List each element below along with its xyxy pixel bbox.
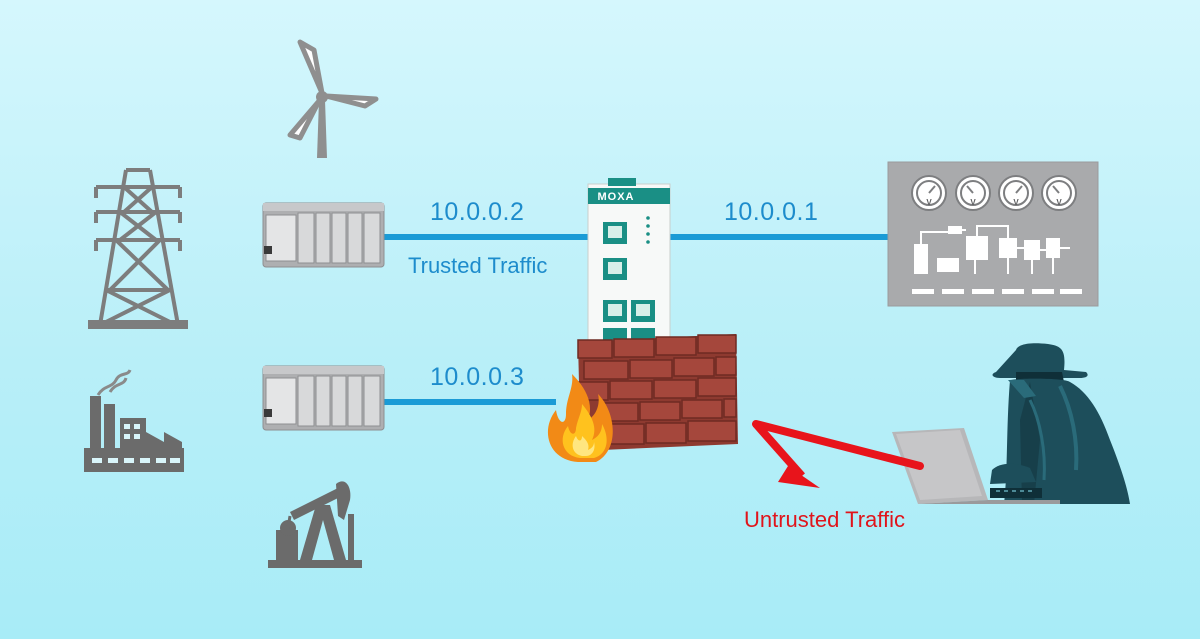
untrusted-traffic-arrow [752,420,924,488]
gauge-letter: V [926,198,932,207]
ip-label-scada: 10.0.0.1 [724,198,819,226]
gauge-letter: V [1056,198,1062,207]
wind-turbine-icon [287,39,379,158]
gauge-letter: V [970,198,976,207]
hacker-icon [990,343,1130,504]
oil-pump-icon [268,481,362,568]
untrusted-traffic-label: Untrusted Traffic [744,507,905,532]
scada-panel-icon: V V V V [887,161,1099,307]
ip-label-plc2: 10.0.0.3 [430,363,525,391]
factory-icon [84,369,184,472]
plc-controller-icon [262,202,385,268]
laptop-icon [892,428,1060,504]
ip-label-plc1: 10.0.0.2 [430,198,525,226]
trusted-traffic-label: Trusted Traffic [408,253,548,278]
moxa-firewall-device-icon: MOXA [587,178,671,355]
brick-firewall-icon [577,334,738,450]
device-brand: MOXA [598,191,635,203]
transmission-tower-icon [88,168,188,329]
gauge-letter: V [1013,198,1019,207]
fire-icon [547,374,613,462]
plc-controller-icon [262,365,385,431]
